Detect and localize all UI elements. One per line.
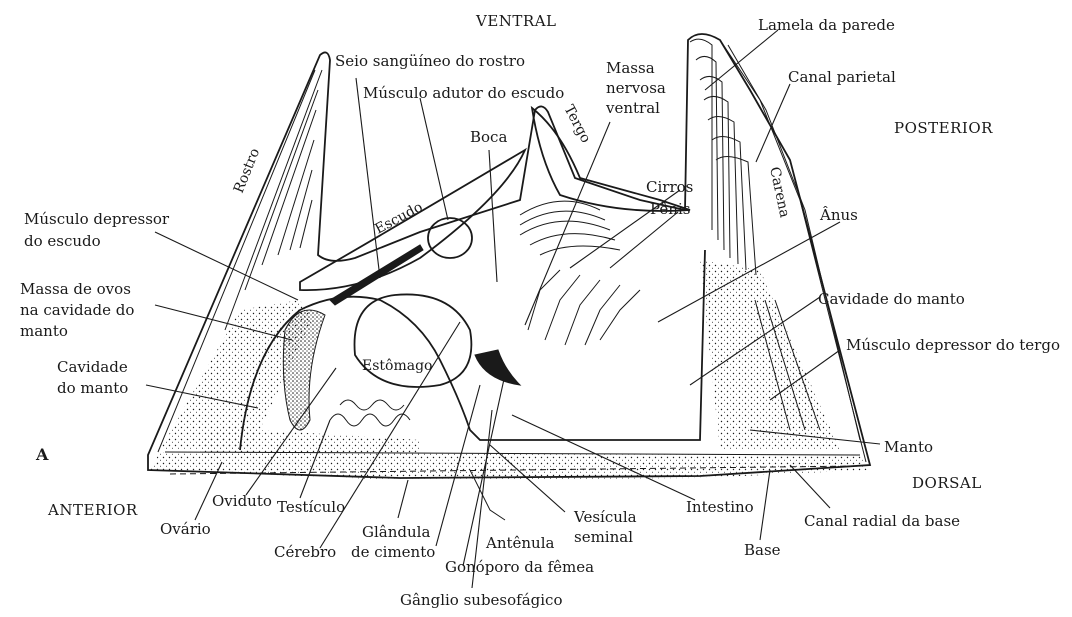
- label-vesicula-2: seminal: [574, 528, 633, 546]
- label-cirros: Cirros: [646, 178, 693, 196]
- label-glandula-1: Glândula: [362, 523, 430, 541]
- label-ovario: Ovário: [160, 520, 211, 538]
- testis-squiggle: [330, 414, 410, 426]
- label-cavidade-manto-right: Cavidade do manto: [818, 290, 965, 308]
- label-testiculo: Testículo: [277, 498, 345, 516]
- label-tergo: Tergo: [560, 102, 593, 145]
- label-glandula-2: de cimento: [351, 543, 435, 561]
- label-massa-ovos-2: na cavidade do: [20, 301, 134, 319]
- label-musc-depressor-escudo-2: do escudo: [24, 232, 101, 250]
- label-antenula: Antênula: [485, 534, 555, 552]
- label-vesicula-1: Vesícula: [573, 508, 637, 526]
- base-band: [150, 452, 868, 480]
- cirri: [520, 201, 640, 345]
- label-canal-parietal: Canal parietal: [788, 68, 896, 86]
- orientation-anterior: ANTERIOR: [47, 501, 138, 519]
- gut-dark: [330, 245, 423, 305]
- testis-squiggle-2: [340, 400, 404, 410]
- label-musc-depressor-tergo: Músculo depressor do tergo: [846, 336, 1060, 354]
- label-massa-nervosa-3: ventral: [605, 99, 660, 117]
- label-cavidade-manto-left-2: do manto: [57, 379, 128, 397]
- intestine-dark: [475, 350, 520, 385]
- orientation-posterior: POSTERIOR: [894, 119, 993, 137]
- figure-letter: A: [35, 445, 49, 464]
- label-estomago: Estômago: [362, 358, 432, 374]
- label-rostro: Rostro: [231, 146, 263, 195]
- label-penis: Pênis: [650, 200, 690, 218]
- label-boca: Boca: [470, 128, 507, 146]
- label-seio-sanguineo: Seio sangüíneo do rostro: [335, 52, 525, 70]
- label-massa-ovos-3: manto: [20, 322, 68, 340]
- label-musc-depressor-escudo-1: Músculo depressor: [24, 210, 170, 228]
- label-canal-radial: Canal radial da base: [804, 512, 960, 530]
- carena-plate: [690, 39, 866, 462]
- orientation-ventral: VENTRAL: [475, 12, 557, 30]
- label-lamela-da-parede: Lamela da parede: [758, 16, 895, 34]
- label-musculo-adutor: Músculo adutor do escudo: [363, 84, 564, 102]
- label-massa-nervosa-2: nervosa: [606, 79, 666, 97]
- label-anus: Ânus: [819, 206, 858, 224]
- label-escudo: Escudo: [372, 199, 425, 237]
- label-intestino: Intestino: [686, 498, 754, 516]
- label-cerebro: Cérebro: [274, 543, 336, 561]
- label-manto: Manto: [884, 438, 933, 456]
- label-gonoporo: Gonóporo da fêmea: [445, 558, 594, 576]
- orientation-dorsal: DORSAL: [912, 474, 982, 492]
- label-massa-nervosa-1: Massa: [606, 59, 655, 77]
- label-massa-ovos-1: Massa de ovos: [20, 280, 131, 298]
- barnacle-drawing: [148, 34, 870, 520]
- label-oviduto: Oviduto: [212, 492, 272, 510]
- adductor-muscle: [428, 218, 472, 258]
- label-carena: Carena: [766, 166, 792, 220]
- label-base: Base: [744, 541, 781, 559]
- label-ganglio: Gânglio subesofágico: [400, 591, 562, 609]
- label-cavidade-manto-left-1: Cavidade: [57, 358, 128, 376]
